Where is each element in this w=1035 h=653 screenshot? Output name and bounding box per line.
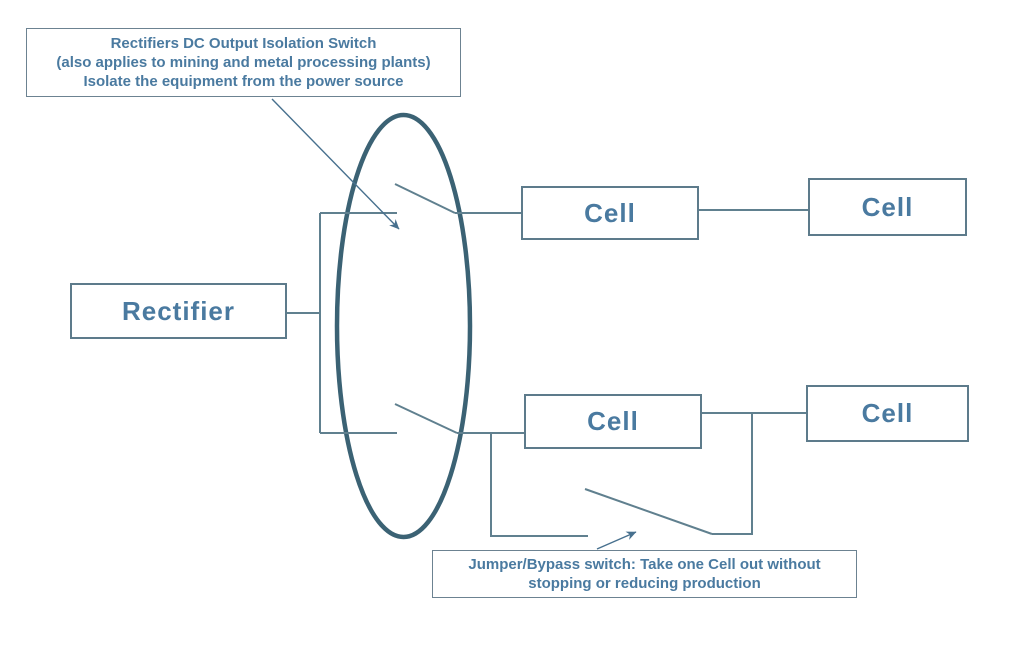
isolation-switch-annotation: Rectifiers DC Output Isolation Switch (a…: [26, 28, 461, 97]
isolation-switch-blade-bottom: [394, 403, 458, 434]
rectifier-label: Rectifier: [121, 295, 236, 326]
rectifier-box: Rectifier: [70, 283, 287, 339]
cell-box-top-left: Cell: [521, 186, 699, 240]
isolation-callout-arrow: [271, 98, 400, 230]
cell-box-bottom-left: Cell: [524, 394, 702, 449]
cell-box-top-right: Cell: [808, 178, 967, 236]
annotation-line: Jumper/Bypass switch: Take one Cell out …: [468, 556, 821, 573]
cell-label: Cell: [587, 406, 639, 436]
annotation-line: (also applies to mining and metal proces…: [56, 54, 431, 71]
bypass-switch-annotation: Jumper/Bypass switch: Take one Cell out …: [432, 550, 857, 598]
wire-bypass-left: [490, 433, 588, 537]
annotation-line: stopping or reducing production: [528, 575, 761, 592]
bypass-switch-blade: [584, 488, 713, 535]
wire-bypass-right: [712, 413, 753, 535]
highlight-ellipse: [334, 112, 473, 540]
cell-label: Cell: [861, 398, 914, 428]
isolation-switch-blade-top: [394, 183, 456, 214]
cell-label: Cell: [861, 191, 914, 222]
bypass-callout-arrow: [596, 531, 637, 550]
annotation-line: Isolate the equipment from the power sou…: [83, 73, 404, 90]
cell-box-bottom-right: Cell: [806, 385, 969, 442]
cell-label: Cell: [584, 197, 636, 228]
annotation-line: Rectifiers DC Output Isolation Switch: [110, 35, 377, 52]
